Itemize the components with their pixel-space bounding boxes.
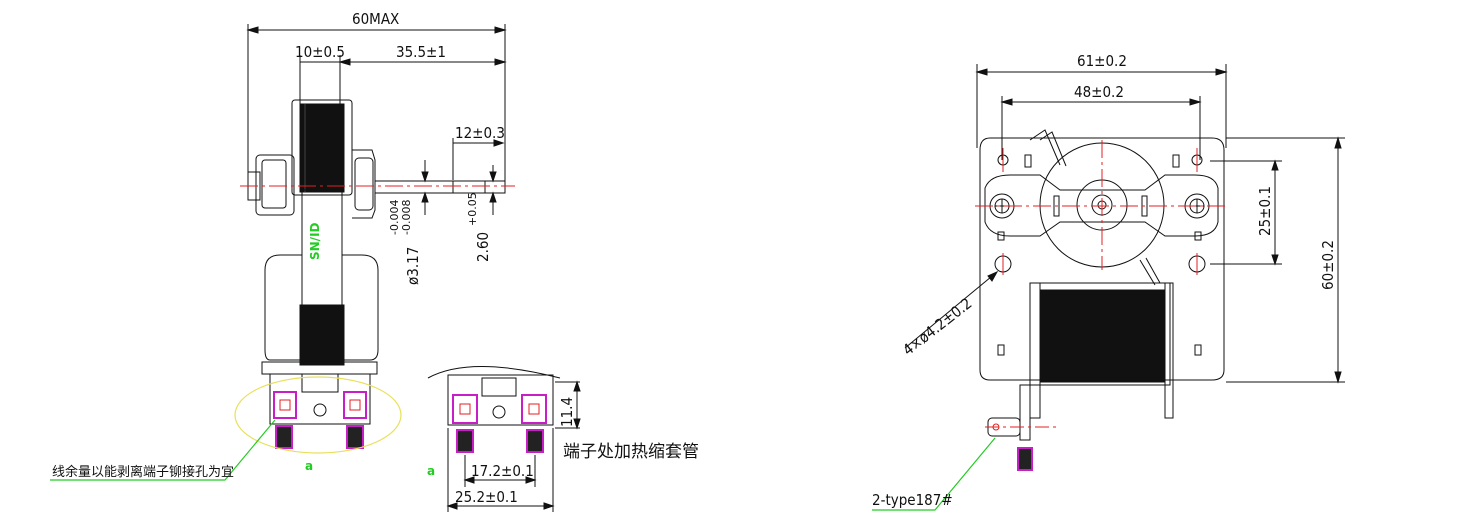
width-outer-dim: 61±0.2 <box>1077 52 1127 70</box>
shaft-diameter-dim: ø3.17 <box>404 247 422 285</box>
overall-height-dim: 60±0.2 <box>1319 240 1337 290</box>
terminal-type-note: 2-type187# <box>872 491 953 509</box>
terminal-view <box>427 366 581 512</box>
front-view <box>872 64 1345 511</box>
coil-label: SN/ID <box>308 222 322 260</box>
shaft-length-dim: 35.5±1 <box>396 43 446 61</box>
flat-size-dim: 2.60 <box>474 232 492 262</box>
core-width-dim: 10±0.5 <box>295 43 345 61</box>
flat-tol: +0.05 <box>466 192 479 226</box>
terminal-inner-dim: 17.2±0.1 <box>471 462 534 480</box>
heat-shrink-note: 端子处加热缩套管 <box>563 442 699 462</box>
wire-margin-note: 线余量以能剥离端子铆接孔为宜 <box>52 464 234 480</box>
terminal-label-a: a <box>427 464 435 478</box>
shaft-tol-lower: -0.008 <box>400 200 413 235</box>
width-inner-dim: 48±0.2 <box>1074 83 1124 101</box>
hole-pitch-dim: 25±0.1 <box>1256 186 1274 236</box>
terminal-outer-dim: 25.2±0.1 <box>455 488 518 506</box>
overall-length-dim: 60MAX <box>352 10 399 28</box>
terminal-height-dim: 11.4 <box>558 397 576 427</box>
shaft-tol-upper: -0.004 <box>388 200 401 235</box>
left-label-a: a <box>305 459 313 473</box>
flat-length-dim: 12±0.3 <box>455 124 505 142</box>
side-view <box>50 24 515 481</box>
mounting-holes-dim: 4×ø4.2±0.2 <box>899 294 975 359</box>
